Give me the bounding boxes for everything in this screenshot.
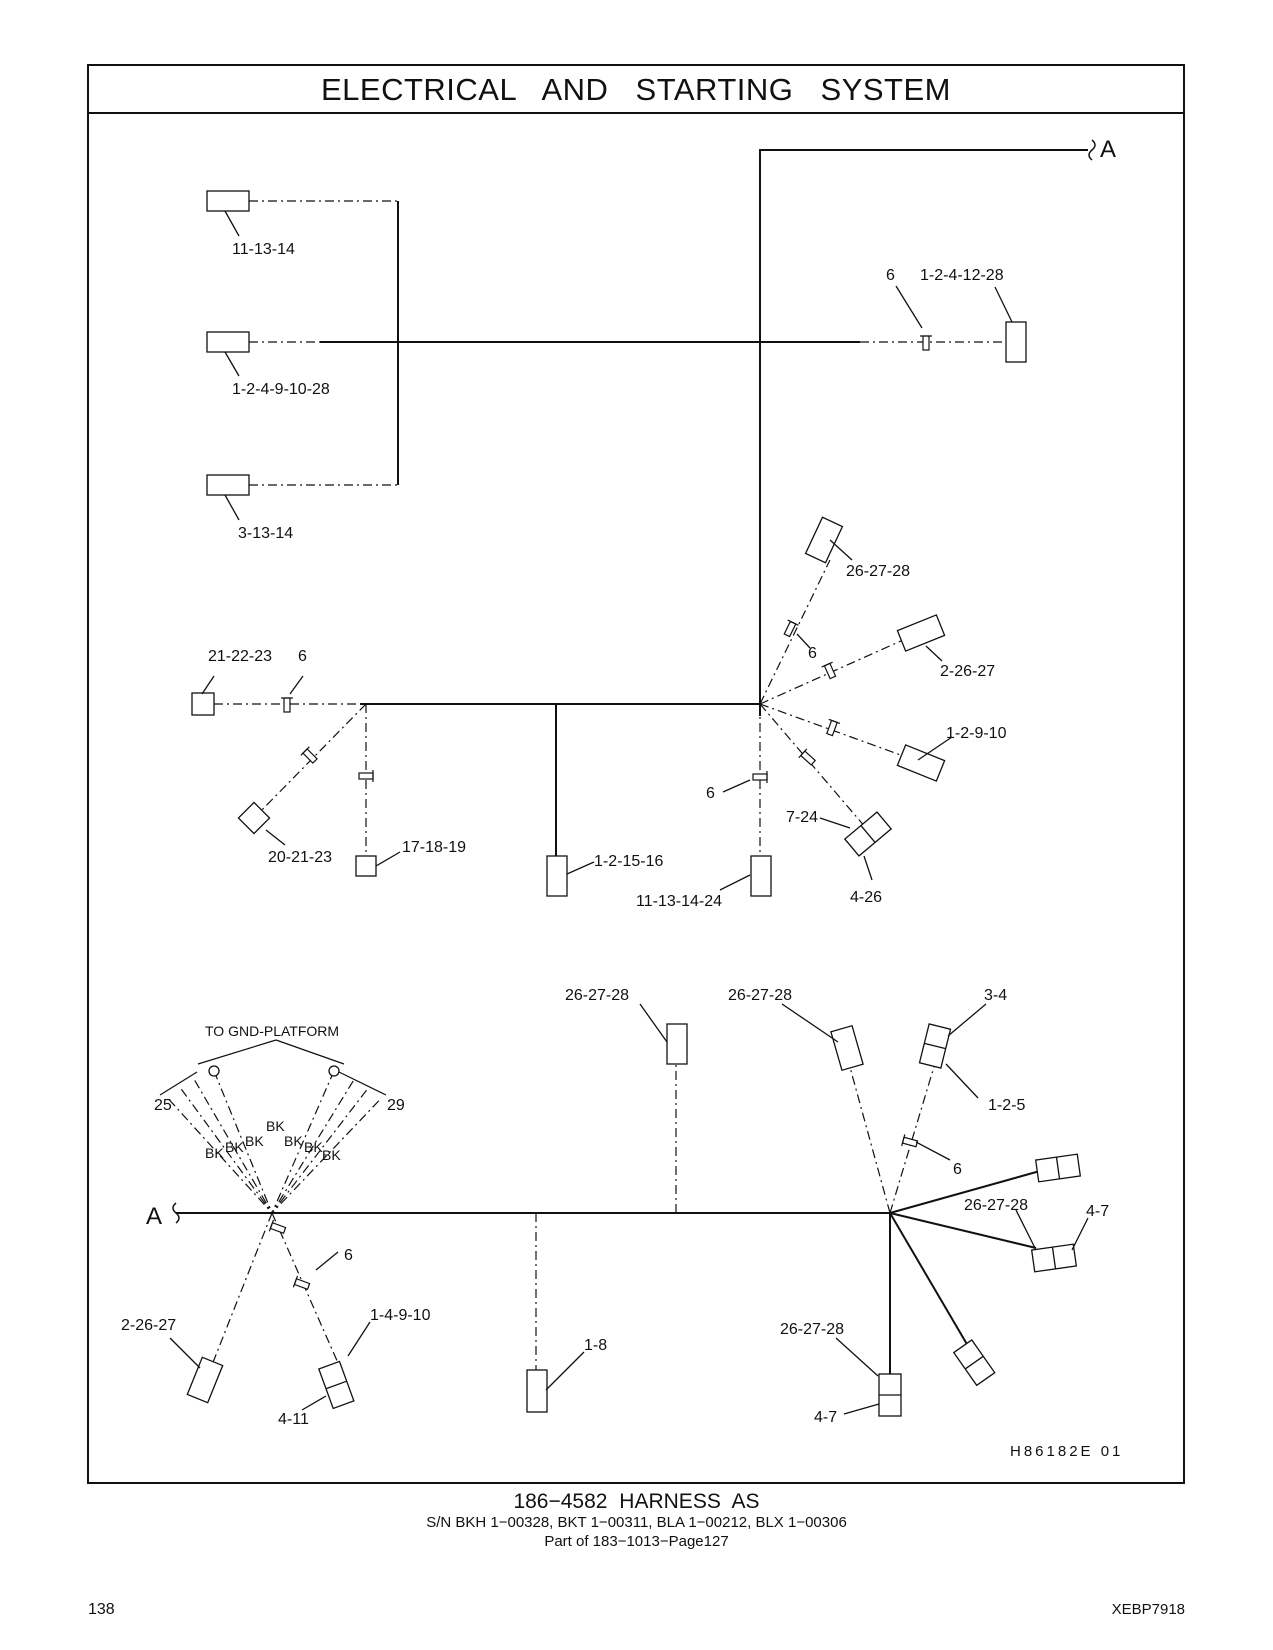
wire-color-labels: BK BK BK BK BK BK BK bbox=[205, 1118, 341, 1163]
callout-label: 17-18-19 bbox=[402, 839, 466, 856]
connection-label-a-bottom: A bbox=[146, 1203, 162, 1230]
wire-color-label: BK bbox=[225, 1139, 244, 1155]
callout-label: 6 bbox=[344, 1247, 353, 1264]
diagram-frame: ELECTRICAL AND STARTING SYSTEM bbox=[87, 64, 1185, 1484]
ground-platform-label: TO GND-PLATFORM bbox=[205, 1023, 339, 1039]
callout-label: 1-2-15-16 bbox=[594, 853, 663, 870]
top-connectors bbox=[191, 190, 1027, 897]
wire-color-label: BK bbox=[304, 1139, 323, 1155]
callout-label: 6 bbox=[953, 1161, 962, 1178]
callout-label: 3-13-14 bbox=[238, 525, 293, 542]
wire-color-label: BK bbox=[284, 1133, 303, 1149]
wire-color-label: BK bbox=[205, 1145, 224, 1161]
connector-11-13-14-24 bbox=[750, 855, 772, 897]
bottom-connectors bbox=[186, 1023, 1082, 1417]
connector-7-24-4-26 bbox=[843, 811, 893, 857]
callout-label: 1-2-5 bbox=[988, 1097, 1025, 1114]
callout-label: 1-2-9-10 bbox=[946, 725, 1007, 742]
callout-label: 6 bbox=[298, 648, 307, 665]
connector-2-26-27-bottom bbox=[186, 1356, 224, 1404]
top-callout-labels: A 11-13-14 1-2-4-9-10-28 3-13-14 6 1-2-4… bbox=[208, 136, 1116, 910]
title-bar: ELECTRICAL AND STARTING SYSTEM bbox=[89, 66, 1183, 114]
callout-label: 6 bbox=[886, 267, 895, 284]
bottom-clips bbox=[268, 1134, 919, 1290]
callout-label: 26-27-28 bbox=[846, 563, 910, 580]
callout-label: 20-21-23 bbox=[268, 849, 332, 866]
bottom-callout-labels: A TO GND-PLATFORM 25 29 26-27-28 26-27-2… bbox=[121, 987, 1109, 1428]
callout-label: 25 bbox=[154, 1097, 172, 1114]
connector-1-8 bbox=[526, 1369, 548, 1413]
connector-right-upper bbox=[1034, 1153, 1082, 1183]
callout-label: 21-22-23 bbox=[208, 648, 272, 665]
callout-label: 4-7 bbox=[1086, 1203, 1109, 1220]
connector-lower-right bbox=[952, 1339, 996, 1387]
wire-color-label: BK bbox=[322, 1147, 341, 1163]
connection-label-a-top: A bbox=[1100, 136, 1116, 163]
ground-bracket bbox=[159, 1039, 387, 1096]
callout-label: 26-27-28 bbox=[780, 1321, 844, 1338]
connector-20-21-23 bbox=[237, 801, 271, 835]
connector-1-2-4-9-10-28 bbox=[206, 331, 250, 353]
connector-26-27-28-top bbox=[804, 516, 844, 564]
wire-color-label: BK bbox=[266, 1118, 285, 1134]
ground-ring-29 bbox=[328, 1065, 340, 1077]
connector-21-22-23 bbox=[191, 692, 215, 716]
connector-3-13-14 bbox=[206, 474, 250, 496]
document-id: XEBP7918 bbox=[1111, 1601, 1185, 1618]
wire-color-label: BK bbox=[245, 1133, 264, 1149]
top-clips bbox=[281, 335, 932, 783]
page-number: 138 bbox=[88, 1601, 115, 1618]
callout-label: 4-26 bbox=[850, 889, 882, 906]
connector-26-27-28-right bbox=[830, 1024, 864, 1072]
top-harness-trunk bbox=[320, 149, 1088, 862]
bottom-leaders bbox=[169, 1003, 1089, 1415]
ground-ring-25 bbox=[208, 1065, 220, 1077]
connector-4-7-right bbox=[1030, 1243, 1078, 1273]
callout-label: 26-27-28 bbox=[728, 987, 792, 1004]
callout-label: 26-27-28 bbox=[964, 1197, 1028, 1214]
callout-label: 6 bbox=[706, 785, 715, 802]
connector-2-26-27-top bbox=[896, 614, 946, 652]
harness-part-title: 186−4582 HARNESS AS bbox=[513, 1490, 760, 1513]
drawing-id: H86182E 01 bbox=[1010, 1443, 1123, 1460]
connector-3-4-1-2-5 bbox=[918, 1023, 952, 1069]
callout-label: 1-8 bbox=[584, 1337, 607, 1354]
callout-label: 26-27-28 bbox=[565, 987, 629, 1004]
callout-label: 11-13-14 bbox=[232, 241, 295, 258]
top-dashed-branches bbox=[214, 200, 1006, 862]
callout-label: 1-2-4-9-10-28 bbox=[232, 381, 330, 398]
connector-4-7-bottom bbox=[878, 1373, 902, 1417]
top-leaders bbox=[201, 210, 1013, 891]
connector-1-4-9-10-4-11 bbox=[317, 1360, 355, 1410]
connector-1-2-4-12-28 bbox=[1005, 321, 1027, 363]
break-symbol-top bbox=[1088, 139, 1096, 161]
connector-26-27-28-mid bbox=[666, 1023, 688, 1065]
callout-label: 7-24 bbox=[786, 809, 818, 826]
callout-label: 2-26-27 bbox=[940, 663, 995, 680]
callout-label: 2-26-27 bbox=[121, 1317, 176, 1334]
callout-label: 4-11 bbox=[278, 1411, 309, 1428]
callout-label: 4-7 bbox=[814, 1409, 837, 1426]
bottom-dashed-branches bbox=[168, 1059, 937, 1374]
callout-label: 1-2-4-12-28 bbox=[920, 267, 1004, 284]
callout-label: 3-4 bbox=[984, 987, 1007, 1004]
callout-label: 6 bbox=[808, 645, 817, 662]
page-title: ELECTRICAL AND STARTING SYSTEM bbox=[321, 72, 951, 107]
connector-1-2-9-10 bbox=[896, 744, 946, 782]
serial-numbers: S/N BKH 1−00328, BKT 1−00311, BLA 1−0021… bbox=[426, 1514, 847, 1531]
connector-11-13-14 bbox=[206, 190, 250, 212]
callout-label: 1-4-9-10 bbox=[370, 1307, 431, 1324]
connector-17-18-19 bbox=[355, 855, 377, 877]
callout-label: 29 bbox=[387, 1097, 405, 1114]
bottom-harness-trunk bbox=[176, 1168, 1048, 1374]
part-of-reference: Part of 183−1013−Page127 bbox=[544, 1533, 729, 1550]
connector-1-2-15-16 bbox=[546, 855, 568, 897]
break-symbol-bottom bbox=[172, 1202, 180, 1224]
callout-label: 11-13-14-24 bbox=[636, 893, 722, 910]
